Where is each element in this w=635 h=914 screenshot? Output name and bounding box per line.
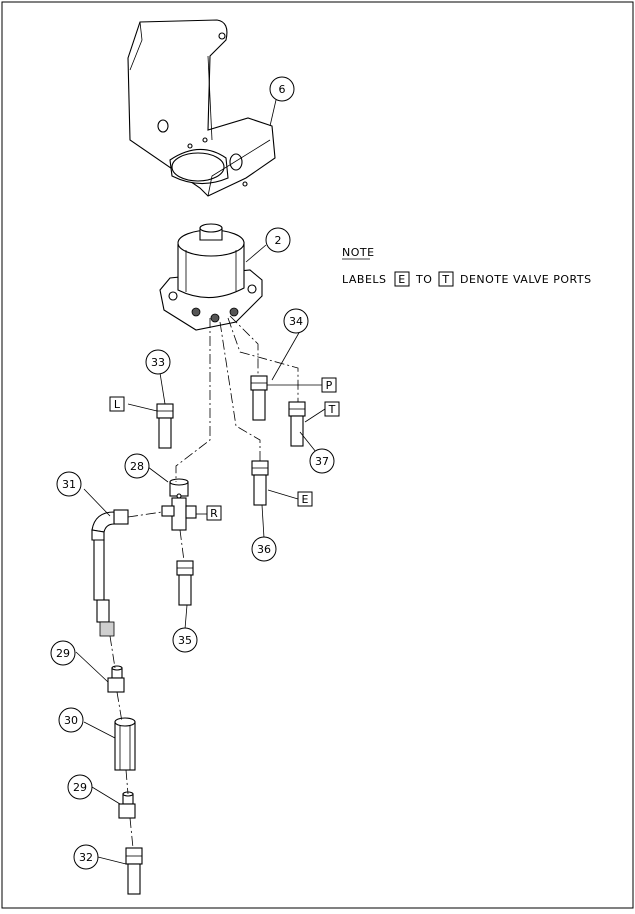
callout-31: 31: [56, 471, 82, 497]
svg-text:35: 35: [178, 634, 192, 647]
hose-part-31: [91, 509, 129, 637]
svg-text:2: 2: [275, 234, 282, 247]
fitting-part-36: [251, 460, 269, 506]
leader-lines: [75, 99, 326, 865]
callout-35: 35: [172, 627, 198, 653]
note-heading: NOTE: [342, 246, 375, 259]
fitting-part-35: [176, 560, 194, 606]
note-last-port: T: [441, 273, 449, 286]
coupling-part-30: [114, 717, 136, 771]
callout-28: 28: [124, 453, 150, 479]
svg-text:R: R: [210, 507, 218, 520]
svg-text:32: 32: [79, 851, 93, 864]
svg-text:30: 30: [64, 714, 78, 727]
svg-text:36: 36: [257, 543, 271, 556]
callout-32: 32: [73, 844, 99, 870]
note-first-port: E: [398, 273, 405, 286]
port-label-E: E: [297, 491, 313, 507]
svg-text:28: 28: [130, 460, 144, 473]
port-label-R: R: [206, 505, 222, 521]
svg-text:E: E: [302, 493, 309, 506]
note-prefix: LABELS: [342, 273, 387, 286]
note-suffix: DENOTE VALVE PORTS: [460, 273, 592, 286]
callout-29-upper: 29: [50, 640, 76, 666]
svg-text:L: L: [114, 398, 121, 411]
callout-34: 34: [283, 308, 309, 334]
fitting-part-33: [156, 403, 174, 449]
callout-6: 6: [269, 76, 295, 102]
callout-33: 33: [145, 349, 171, 375]
tee-part-28: [161, 478, 197, 531]
callout-30: 30: [58, 707, 84, 733]
svg-text:T: T: [328, 403, 336, 416]
adapter-part-29-upper: [107, 665, 125, 693]
svg-text:6: 6: [279, 83, 286, 96]
callout-37: 37: [309, 448, 335, 474]
fitting-part-37: [288, 401, 306, 447]
svg-text:29: 29: [73, 781, 87, 794]
fitting-part-34: [250, 375, 268, 421]
fitting-part-32: [125, 847, 143, 895]
valve-body-part-2: [159, 223, 263, 331]
svg-text:37: 37: [315, 455, 329, 468]
port-label-T: T: [324, 401, 340, 417]
port-label-L: L: [109, 396, 125, 412]
svg-text:33: 33: [151, 356, 165, 369]
adapter-part-29-lower: [118, 791, 136, 819]
bracket-part-6: [127, 19, 276, 197]
center-lines: [109, 315, 299, 849]
svg-text:31: 31: [62, 478, 76, 491]
callout-2: 2: [265, 227, 291, 253]
note-block: NOTE LABELS E TO T DENOTE VALVE PORTS: [342, 246, 592, 287]
callout-29-lower: 29: [67, 774, 93, 800]
note-connector: TO: [415, 273, 432, 286]
callout-36: 36: [251, 536, 277, 562]
svg-text:P: P: [326, 379, 333, 392]
svg-text:29: 29: [56, 647, 70, 660]
svg-text:34: 34: [289, 315, 303, 328]
port-label-P: P: [321, 377, 337, 393]
